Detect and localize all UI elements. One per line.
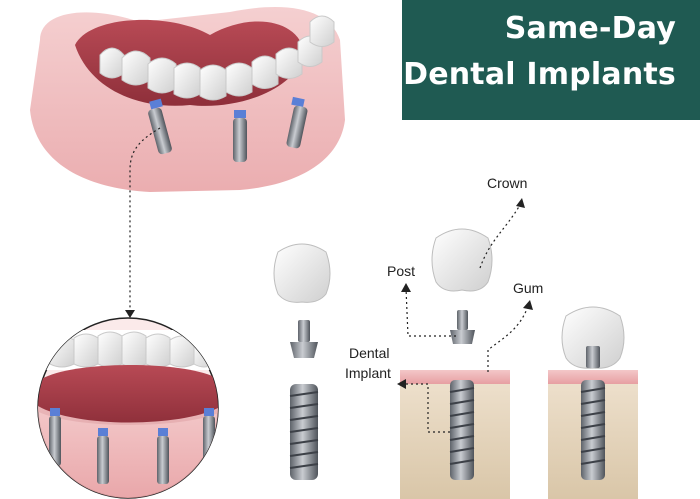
connector-arrowhead: [125, 310, 135, 318]
label-dental: Dental: [349, 345, 390, 361]
jaw-teeth: [99, 15, 335, 101]
implant-leader-arrow: [397, 379, 406, 389]
crown-leader-arrow: [516, 198, 525, 208]
full-arch-jaw: [30, 7, 345, 193]
title-line-1: Same-Day: [504, 11, 676, 46]
assembled-tooth: [548, 306, 638, 499]
label-post: Post: [387, 263, 416, 279]
closeup-circle: [37, 317, 219, 499]
jaw-to-circle-connector: [129, 127, 161, 314]
label-crown: Crown: [487, 175, 528, 191]
post-leader-arrow: [401, 283, 411, 292]
post-leader: [405, 287, 456, 337]
title-banner: Same-Day Dental Implants: [402, 0, 700, 120]
jaw-implant-middle: [233, 110, 247, 162]
exploded-implant-screw: [289, 384, 319, 480]
exploded-crown: [273, 243, 331, 303]
jaw-implant-right: [286, 96, 308, 149]
gum-leader-arrow: [523, 300, 533, 310]
label-gum: Gum: [513, 280, 544, 296]
exploded-post: [290, 320, 318, 358]
implant-leader: [404, 383, 450, 433]
title-line-2: Dental Implants: [403, 57, 676, 92]
label-implant: Implant: [345, 365, 391, 381]
gum-leader: [487, 305, 529, 372]
labeled-cross-section: [400, 228, 510, 499]
jaw-implant-left: [148, 98, 172, 155]
